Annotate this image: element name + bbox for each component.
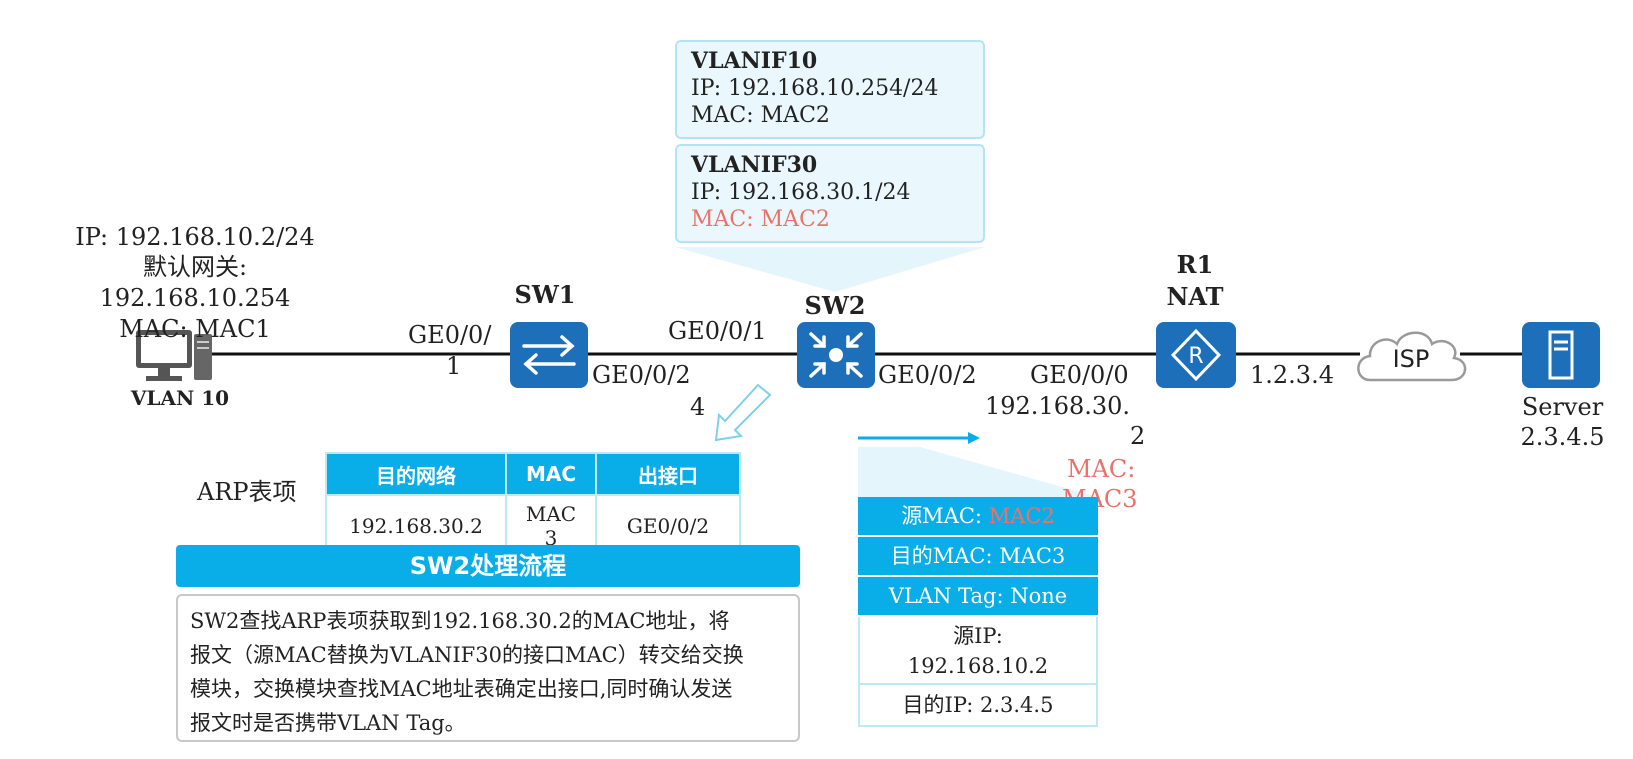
- packet-src-mac-label: 源MAC:: [901, 504, 989, 528]
- process-line: SW2查找ARP表项获取到192.168.30.2的MAC地址，将: [190, 609, 730, 633]
- sw2-port-left: GE0/0/1: [668, 317, 767, 345]
- r1-name: R1: [1176, 250, 1214, 279]
- sw1-port-right-b: 4: [690, 393, 706, 421]
- process-description: SW2查找ARP表项获取到192.168.30.2的MAC地址，将 报文（源MA…: [176, 594, 800, 742]
- process-line: 报文时是否携带VLAN Tag。: [190, 711, 466, 735]
- packet-vlan-tag: VLAN Tag: None: [858, 577, 1098, 617]
- svg-text:R: R: [1188, 344, 1203, 369]
- sw1-port-left-b: 1: [446, 352, 462, 380]
- process-line: 报文（源MAC替换为VLANIF30的接口MAC）转交给交换: [190, 643, 744, 667]
- host-vlan: VLAN 10: [130, 386, 230, 410]
- r1-router-icon[interactable]: R: [1156, 322, 1236, 388]
- packet-src-ip: 源IP: 192.168.10.2: [858, 617, 1098, 685]
- sw1-name: SW1: [514, 280, 576, 309]
- host-gateway-ip: 192.168.10.254: [99, 284, 291, 312]
- vlanif10-ip: IP: 192.168.10.254/24: [691, 76, 939, 101]
- r1-port: GE0/0/0: [1030, 361, 1129, 389]
- host-ip: IP: 192.168.10.2/24: [75, 223, 315, 251]
- r1-ip-a: 192.168.30.: [985, 392, 1131, 420]
- vlanif10-box: VLANIF10 IP: 192.168.10.254/24 MAC: MAC2: [675, 40, 985, 139]
- vlanif-callout-beam: [675, 247, 985, 292]
- packet-frame: 源MAC: MAC2 目的MAC: MAC3 VLAN Tag: None 源I…: [858, 497, 1098, 727]
- arp-header-mac: MAC: [505, 452, 597, 496]
- r1-role: NAT: [1166, 282, 1224, 311]
- arp-cell-mac-a: MAC: [525, 502, 577, 526]
- r1-ip-b: 2: [1130, 422, 1146, 450]
- sw2-name: SW2: [804, 291, 866, 320]
- vlanif30-box: VLANIF30 IP: 192.168.30.1/24 MAC: MAC2: [675, 144, 985, 243]
- vlanif10-title: VLANIF10: [691, 48, 818, 74]
- packet-dst-mac: 目的MAC: MAC3: [858, 537, 1098, 577]
- packet-src-ip-value: 192.168.10.2: [907, 654, 1049, 678]
- sw1-port-right-a: GE0/0/2: [592, 361, 691, 389]
- vlanif10-mac: MAC: MAC2: [691, 103, 830, 128]
- host-gateway-label: 默认网关:: [142, 253, 248, 281]
- server-ip: 2.3.4.5: [1520, 423, 1605, 451]
- arp-table: 目的网络 MAC 出接口 192.168.30.2 MAC 3 GE0/0/2: [325, 452, 741, 558]
- arp-lookup-arrow: [714, 383, 772, 442]
- arp-header-interface: 出接口: [595, 452, 741, 496]
- process-line: 模块，交换模块查找MAC地址表确定出接口,同时确认发送: [190, 677, 733, 701]
- server-name: Server: [1521, 393, 1604, 421]
- host-mac: MAC: MAC1: [119, 315, 271, 343]
- packet-dst-ip: 目的IP: 2.3.4.5: [858, 685, 1098, 727]
- sw2-switch-icon[interactable]: [797, 322, 875, 388]
- vlanif30-ip: IP: 192.168.30.1/24: [691, 180, 911, 205]
- sw2-port-right: GE0/0/2: [878, 361, 977, 389]
- arp-table-header: 目的网络 MAC 出接口: [325, 452, 741, 496]
- vlanif30-mac: MAC: MAC2: [691, 207, 830, 232]
- arp-header-network: 目的网络: [325, 452, 507, 496]
- forward-arrow-head: [968, 432, 980, 444]
- arp-label: ARP表项: [197, 478, 297, 506]
- isp-label: ISP: [1392, 345, 1430, 373]
- sw1-port-left-a: GE0/0/: [408, 321, 492, 349]
- r1-wan-ip: 1.2.3.4: [1250, 361, 1334, 389]
- sw1-switch-icon[interactable]: [510, 322, 588, 388]
- pc-icon: [136, 328, 216, 388]
- isp-cloud-icon: [1352, 324, 1470, 386]
- packet-src-mac-value: MAC2: [988, 504, 1055, 528]
- packet-src-mac: 源MAC: MAC2: [858, 497, 1098, 537]
- arp-cell-mac-b: 3: [544, 526, 558, 550]
- server-icon[interactable]: [1522, 322, 1600, 388]
- packet-beam: [858, 447, 1098, 497]
- vlanif30-title: VLANIF30: [691, 152, 818, 178]
- r1-mac-a: MAC:: [1067, 455, 1136, 483]
- process-title: SW2处理流程: [176, 545, 800, 587]
- packet-src-ip-label: 源IP:: [953, 624, 1003, 648]
